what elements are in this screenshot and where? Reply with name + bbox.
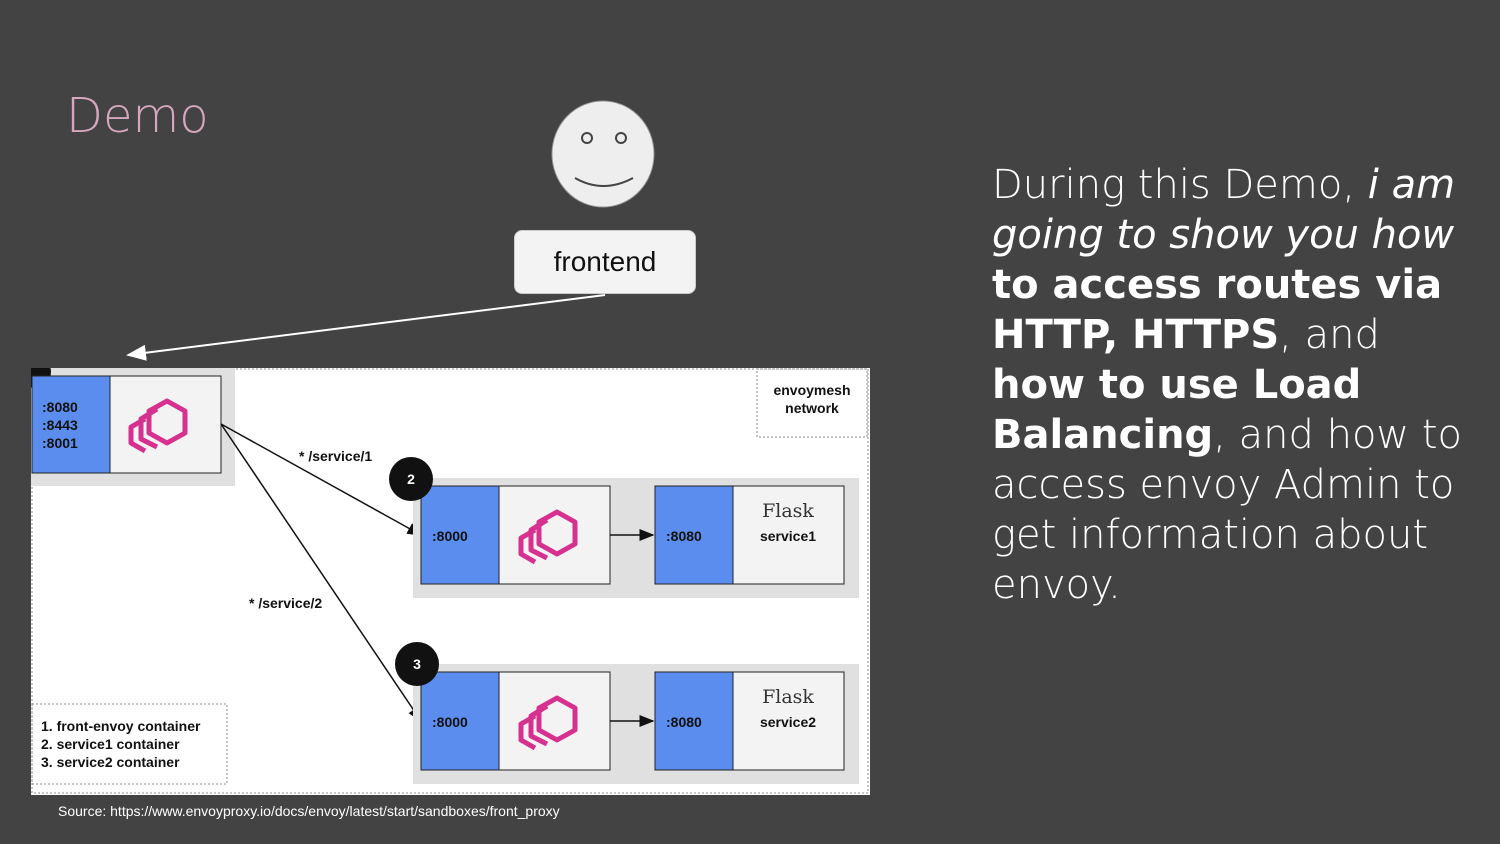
- svg-text:3: 3: [413, 656, 421, 672]
- front-port-8001: :8001: [42, 435, 78, 451]
- desc-part-7: , and how to access envoy Admin to get i…: [992, 412, 1463, 608]
- frontend-box: frontend: [514, 230, 696, 294]
- legend-item-1: 1. front-envoy container: [41, 718, 201, 734]
- service2-app-port: :8080: [666, 714, 702, 730]
- service2-name: service2: [760, 714, 816, 730]
- network-label-line1: envoymesh: [773, 382, 850, 398]
- flask-logo-1: Flask: [762, 500, 814, 522]
- service2-container: :8000 :8080 Flask service2 3: [395, 642, 859, 784]
- service1-name: service1: [760, 528, 816, 544]
- flask-logo-2: Flask: [762, 686, 814, 708]
- svg-text:2: 2: [407, 471, 415, 487]
- service2-envoy-port: :8000: [432, 714, 468, 730]
- service1-envoy-port: :8000: [432, 528, 468, 544]
- desc-part-4: to access routes via HTTP, HTTPS: [992, 262, 1443, 358]
- source-caption: Source: https://www.envoyproxy.io/docs/e…: [58, 803, 560, 819]
- desc-part-2: i am going to show you how: [992, 162, 1456, 258]
- description: During this Demo, i am going to show you…: [992, 160, 1462, 610]
- frontend-label: frontend: [553, 246, 657, 277]
- legend-item-3: 3. service2 container: [41, 754, 180, 770]
- front-port-8080: :8080: [42, 399, 78, 415]
- route-label-2: * /service/2: [249, 595, 322, 611]
- badge-3: [395, 642, 439, 686]
- network-label-line2: network: [785, 400, 839, 416]
- front-envoy-container: :8080 :8443 :8001: [31, 368, 235, 486]
- envoymesh-network-label: envoymesh network: [756, 368, 868, 438]
- badge-2: [389, 457, 433, 501]
- architecture-diagram: envoymesh network :8080 :8443 :8001 * /s…: [31, 368, 870, 795]
- desc-part-1: During this Demo,: [992, 162, 1368, 208]
- desc-part-6: how to use Load Balancing: [992, 362, 1362, 458]
- route-label-1: * /service/1: [299, 448, 372, 464]
- legend: 1. front-envoy container 2. service1 con…: [31, 703, 228, 785]
- route-arrow-1: [220, 423, 423, 536]
- service1-container: :8000 :8080 Flask service1 2: [389, 457, 859, 598]
- route-arrow-2: [220, 423, 422, 723]
- smiley-face-icon: [551, 100, 655, 208]
- service1-app-port: :8080: [666, 528, 702, 544]
- front-port-8443: :8443: [42, 417, 78, 433]
- slide-title: Demo: [66, 88, 209, 144]
- legend-item-2: 2. service1 container: [41, 736, 180, 752]
- desc-part-5: , and: [1279, 312, 1380, 358]
